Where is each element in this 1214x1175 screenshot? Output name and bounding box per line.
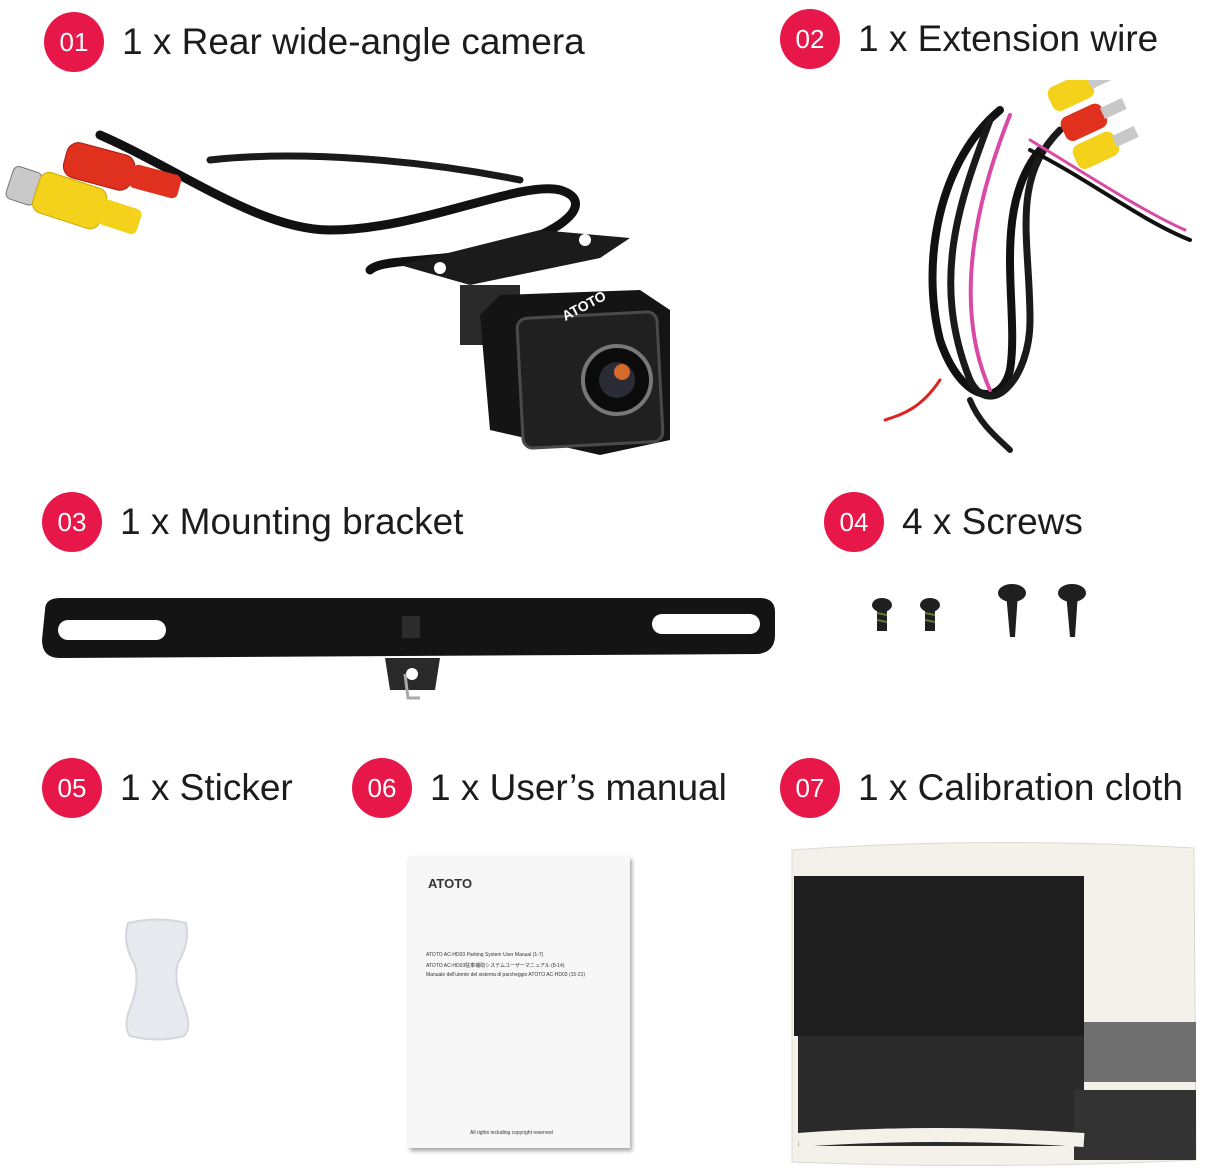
item-label-extension-wire: 02 1 x Extension wire xyxy=(780,9,1158,69)
camera-icon: ATOTO xyxy=(5,130,670,455)
item-caption: 1 x Mounting bracket xyxy=(120,501,464,542)
item-label-camera: 01 1 x Rear wide-angle camera xyxy=(44,12,585,72)
screw-icon xyxy=(872,584,1086,637)
cloth-icon xyxy=(791,841,1197,1167)
item-number-badge: 07 xyxy=(780,758,840,818)
item-number-badge: 06 xyxy=(352,758,412,818)
bracket-icon xyxy=(42,598,775,700)
item-label-manual: 06 1 x User’s manual xyxy=(352,758,727,818)
item-caption: 1 x Calibration cloth xyxy=(858,767,1183,808)
item-caption: 1 x Rear wide-angle camera xyxy=(122,21,585,62)
item-label-mounting-bracket: 03 1 x Mounting bracket xyxy=(42,492,463,552)
item-number-badge: 02 xyxy=(780,9,840,69)
item-caption: 1 x Sticker xyxy=(120,767,293,808)
manual-line: Manuale dell'utente del sistema di parch… xyxy=(426,972,586,978)
manual-line: ATOTO AC-HD03駐車補助システムユーザーマニュアル (8-14) xyxy=(426,963,565,969)
sticker-icon xyxy=(125,918,190,1041)
item-label-calibration-cloth: 07 1 x Calibration cloth xyxy=(780,758,1183,818)
item-number-badge: 05 xyxy=(42,758,102,818)
item-label-screws: 04 4 x Screws xyxy=(824,492,1083,552)
item-number-badge: 03 xyxy=(42,492,102,552)
manual-brand: ATOTO xyxy=(428,876,473,891)
manual-icon: ATOTO ATOTO AC-HD03 Parking System User … xyxy=(408,856,630,1148)
item-caption: 4 x Screws xyxy=(902,501,1083,542)
item-number-badge: 04 xyxy=(824,492,884,552)
item-label-sticker: 05 1 x Sticker xyxy=(42,758,293,818)
item-caption: 1 x Extension wire xyxy=(858,18,1159,59)
item-number-badge: 01 xyxy=(44,12,104,72)
manual-line: ATOTO AC-HD03 Parking System User Manual… xyxy=(426,952,544,958)
cable-icon xyxy=(883,80,1192,453)
item-caption: 1 x User’s manual xyxy=(430,767,727,808)
manual-footer: All rights including copyright reserved xyxy=(470,1130,553,1136)
